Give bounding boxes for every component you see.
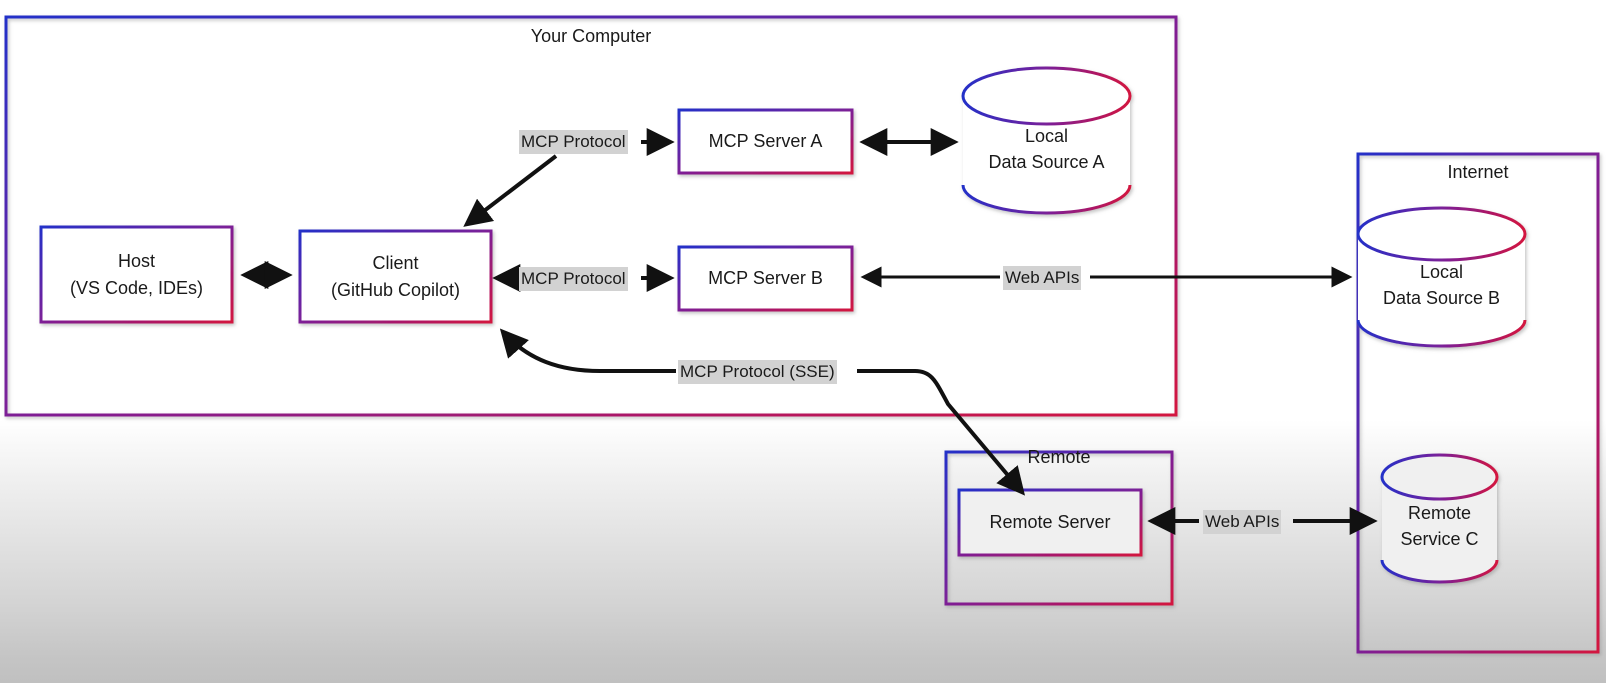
- container-internet: [1356, 152, 1600, 654]
- container-title-your-computer: Your Computer: [530, 26, 652, 46]
- arrow-label-to-client-a: [463, 154, 558, 227]
- edge-label-mcp-protocol-b: MCP Protocol: [519, 267, 628, 291]
- cylinder-local-data-source-a[interactable]: [961, 66, 1132, 215]
- container-title-remote: Remote: [1027, 447, 1091, 467]
- edge-label-web-apis-b: Web APIs: [1003, 266, 1082, 290]
- edge-label-web-apis-c: Web APIs: [1203, 510, 1282, 534]
- cylinder-local-data-source-b[interactable]: [1356, 206, 1527, 348]
- arrow-sse-to-client: [499, 328, 676, 373]
- box-mcp-server-b[interactable]: [677, 245, 854, 312]
- edge-label-mcp-protocol-sse: MCP Protocol (SSE): [678, 360, 837, 384]
- container-your-computer: [4, 15, 1178, 417]
- container-title-internet: Internet: [1447, 162, 1509, 182]
- arrow-sse-to-remote-server: [857, 369, 1026, 496]
- box-remote-server[interactable]: [957, 488, 1143, 557]
- box-host[interactable]: [39, 225, 234, 324]
- box-client[interactable]: [298, 229, 493, 324]
- cylinder-remote-service-c[interactable]: [1380, 453, 1499, 584]
- edge-label-mcp-protocol-a: MCP Protocol: [519, 130, 628, 154]
- box-mcp-server-a[interactable]: [677, 108, 854, 175]
